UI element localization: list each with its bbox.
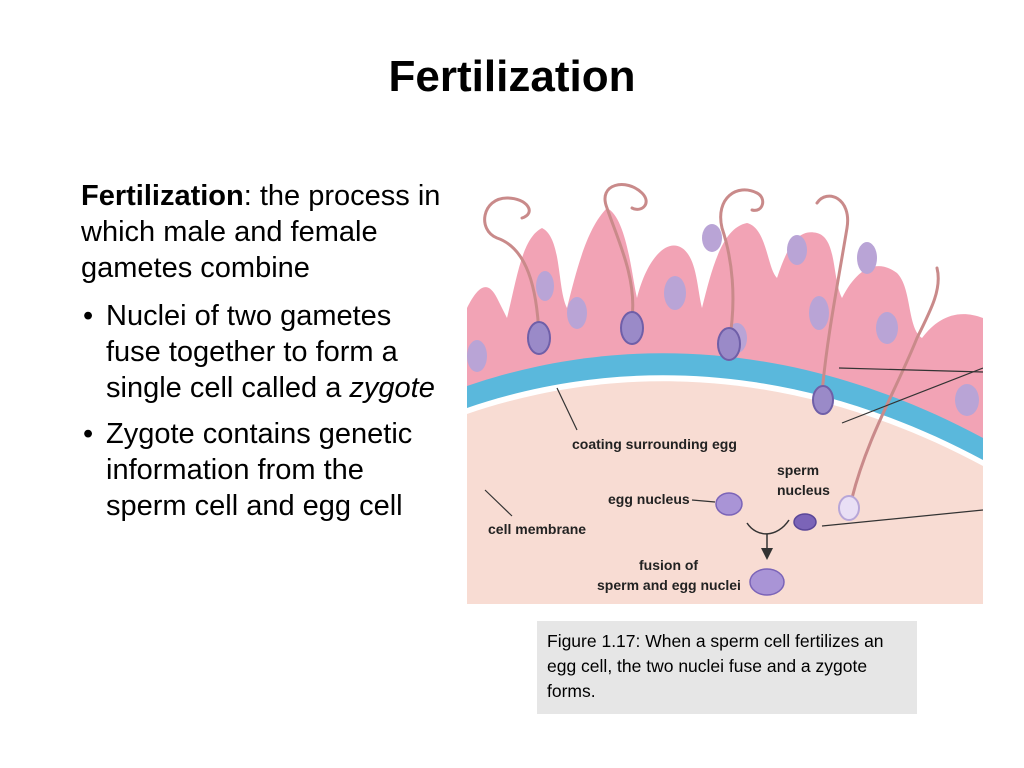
sperm-tails [483, 183, 940, 500]
figure-caption: Figure 1.17: When a sperm cell fertilize… [537, 621, 917, 714]
fusion-arrow [746, 519, 790, 535]
zygote-nucleus-shape [749, 568, 785, 596]
label-coating: coating surrounding egg [572, 436, 737, 452]
sperm-nucleus-shape [793, 513, 817, 531]
label-fusion-2: sperm and egg nuclei [597, 577, 741, 593]
fertilization-illustration: coating surrounding egg sperm nucleus eg… [467, 168, 983, 604]
bullet-list: Nuclei of two gametes fuse together to f… [81, 298, 441, 524]
bullet-text: Nuclei of two gametes fuse together to f… [106, 300, 398, 404]
fertilization-figure: coating surrounding egg sperm nucleus eg… [467, 168, 983, 604]
egg-interior [467, 381, 983, 604]
label-fusion-1: fusion of [639, 557, 698, 573]
label-sperm-nucleus-1: sperm [777, 462, 819, 478]
bullet-item: Zygote contains genetic information from… [81, 416, 441, 524]
zygote-term: zygote [349, 372, 435, 404]
leader-lines [484, 367, 983, 527]
slide-title: Fertilization [388, 52, 636, 101]
label-cell-membrane: cell membrane [488, 521, 586, 537]
body-text: Fertilization: the process in which male… [81, 178, 441, 534]
bullet-text: Zygote contains genetic information from… [106, 418, 413, 522]
label-egg-nucleus: egg nucleus [608, 491, 690, 507]
definition-rest: : the process in which male and female g… [81, 180, 441, 284]
bullet-item: Nuclei of two gametes fuse together to f… [81, 298, 441, 406]
definition: Fertilization: the process in which male… [81, 178, 441, 286]
definition-term: Fertilization [81, 180, 244, 212]
sperm-heads [527, 311, 860, 521]
fusion-arrow-head [761, 548, 773, 560]
label-sperm-nucleus-2: nucleus [777, 482, 830, 498]
egg-nucleus-shape [715, 492, 743, 516]
